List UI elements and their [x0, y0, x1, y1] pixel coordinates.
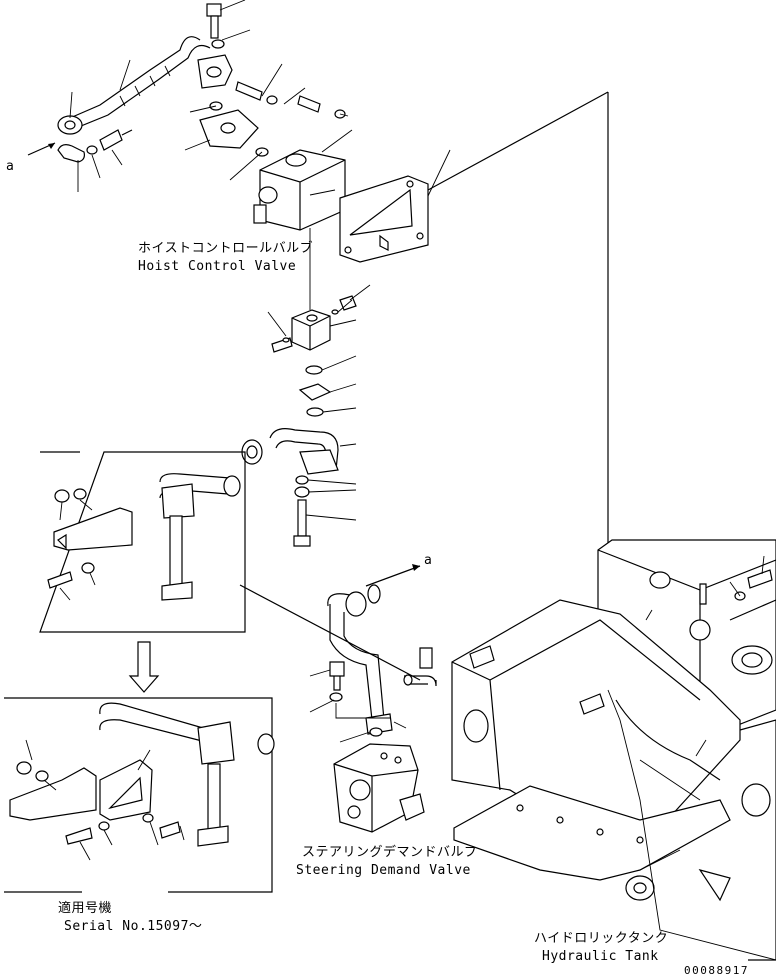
hoist-valve-label-en: Hoist Control Valve	[138, 259, 296, 274]
serial-label-jp: 適用号機	[58, 900, 112, 916]
ref-a-mid: a	[424, 553, 432, 568]
down-arrow	[128, 641, 160, 693]
hoist-valve-label-jp: ホイストコントロールバルブ	[138, 240, 313, 256]
hydraulic-tank-label-en: Hydraulic Tank	[542, 949, 659, 964]
steering-valve-label-en: Steering Demand Valve	[296, 863, 471, 878]
long-bolt	[293, 475, 357, 547]
steering-valve-label-jp: ステアリングデマンドバルブ	[302, 844, 478, 860]
manifold-block	[267, 284, 371, 353]
hydraulic-tank-frame	[451, 539, 776, 961]
hydraulic-tank-label-jp: ハイドロリックタンク	[534, 931, 668, 946]
serial-label-en: Serial No.15097～	[64, 919, 202, 934]
steering-demand-valve	[333, 743, 425, 833]
steering-pipe	[309, 564, 437, 743]
valve-bracket	[339, 91, 609, 263]
ref-a-top: a	[6, 159, 14, 174]
drawing-number: 00088917	[684, 964, 749, 976]
suction-hose-assembly	[27, 0, 251, 192]
hoist-fittings	[184, 63, 349, 181]
inset-box-top	[39, 451, 421, 681]
elbow-pipe	[241, 428, 357, 475]
valve-seals	[298, 355, 357, 417]
inset-box-bottom	[4, 697, 275, 893]
hoist-control-valve	[253, 129, 353, 231]
